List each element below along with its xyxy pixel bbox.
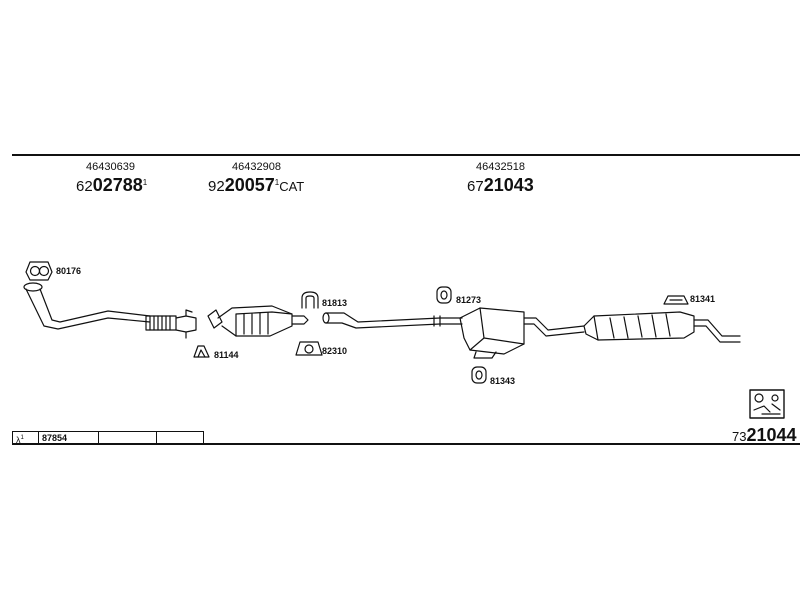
mount-81343-icon xyxy=(471,366,487,384)
oem-number-middle-silencer: 46432518 xyxy=(476,161,525,173)
part-label-81343: 81343 xyxy=(490,376,516,386)
part-label-81273: 81273 xyxy=(456,295,482,305)
mount-81273-icon xyxy=(436,286,452,304)
part-label-81144: 81144 xyxy=(214,350,239,360)
part-label-80176: 80176 xyxy=(56,266,82,276)
catalytic-converter-icon xyxy=(207,305,309,337)
clamp-81813-icon xyxy=(301,291,319,309)
oem-number-catalyst: 46432908 xyxy=(232,161,281,173)
hanger-81341-icon xyxy=(663,295,689,305)
part-number-middle-silencer: 6721043 xyxy=(467,175,534,195)
lambda-sensor-number: 87854 xyxy=(39,432,99,444)
part-number-front-pipe: 62027881 xyxy=(76,175,148,195)
lambda-empty-cell-2 xyxy=(157,432,203,444)
part-number-catalyst: 92200571CAT xyxy=(208,175,305,195)
part-label-82310: 82310 xyxy=(322,346,348,356)
bottom-rule xyxy=(12,443,800,445)
gasket-80176-icon xyxy=(25,261,53,281)
mounting-kit-number: 7321044 xyxy=(732,425,797,445)
intermediate-pipe-icon xyxy=(322,312,463,329)
lambda-sensor-table: λ1 87854 xyxy=(12,431,204,445)
lambda-empty-cell-1 xyxy=(99,432,157,444)
part-label-81341: 81341 xyxy=(690,294,716,304)
front-pipe-icon xyxy=(23,282,197,339)
oem-number-front-pipe: 46430639 xyxy=(86,161,135,173)
middle-silencer-icon xyxy=(459,307,585,359)
mounting-kit-icon xyxy=(749,389,785,419)
gasket-82310-icon xyxy=(295,341,323,356)
top-rule xyxy=(12,154,800,156)
rear-silencer-icon xyxy=(583,311,741,343)
part-label-81813: 81813 xyxy=(322,298,348,308)
clamp-81144-icon xyxy=(193,345,210,358)
lambda-symbol: λ1 xyxy=(13,432,39,445)
